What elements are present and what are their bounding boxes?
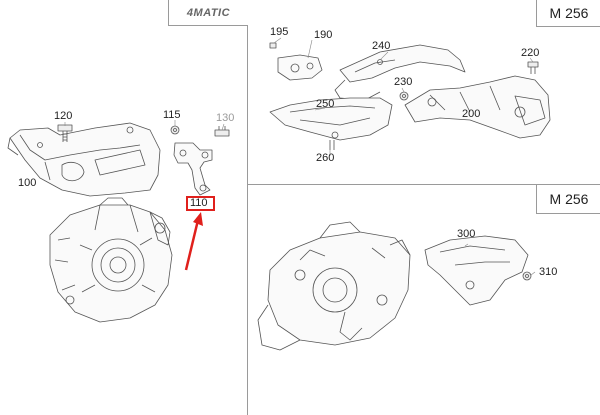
callout-250[interactable]: 250	[316, 98, 335, 110]
callout-260[interactable]: 260	[316, 152, 335, 164]
part-230-nut	[399, 91, 409, 101]
callout-120[interactable]: 120	[54, 110, 73, 122]
callout-230[interactable]: 230	[394, 76, 413, 88]
part-115-nut	[170, 125, 180, 135]
callout-110[interactable]: 110	[190, 197, 208, 209]
part-240-heat-shield	[334, 44, 466, 101]
callout-240[interactable]: 240	[372, 40, 391, 52]
callout-100[interactable]: 100	[18, 177, 37, 189]
part-195-190-bracket	[269, 42, 323, 81]
part-100-shield	[7, 122, 161, 197]
drive-system-badge: 4MATIC	[168, 0, 248, 26]
callout-130[interactable]: 130	[216, 112, 235, 124]
part-200-heat-shield	[404, 75, 551, 139]
panel-divider-vertical	[247, 0, 248, 415]
engine-badge-top: M 256	[536, 0, 600, 27]
callout-190[interactable]: 190	[314, 29, 333, 41]
engine-badge-bottom: M 256	[536, 184, 600, 214]
part-120-bolt	[57, 124, 73, 142]
part-220-bolt	[527, 61, 539, 74]
callout-195[interactable]: 195	[270, 26, 289, 38]
part-310-nut	[522, 271, 532, 281]
callout-200[interactable]: 200	[462, 108, 481, 120]
callout-115[interactable]: 115	[163, 109, 181, 121]
callout-300[interactable]: 300	[457, 228, 476, 240]
callout-310[interactable]: 310	[539, 266, 558, 278]
turbocharger-assembly	[257, 221, 411, 351]
part-130-bolt	[214, 126, 230, 137]
highlight-arrow	[184, 212, 203, 271]
part-110-bracket	[173, 142, 213, 196]
part-300-heat-shield	[424, 235, 529, 306]
callout-220[interactable]: 220	[521, 47, 540, 59]
part-250-heat-shield	[269, 97, 393, 150]
transfer-case	[49, 197, 173, 323]
highlight-box-110	[186, 196, 215, 211]
panel-divider-horizontal	[247, 184, 600, 185]
